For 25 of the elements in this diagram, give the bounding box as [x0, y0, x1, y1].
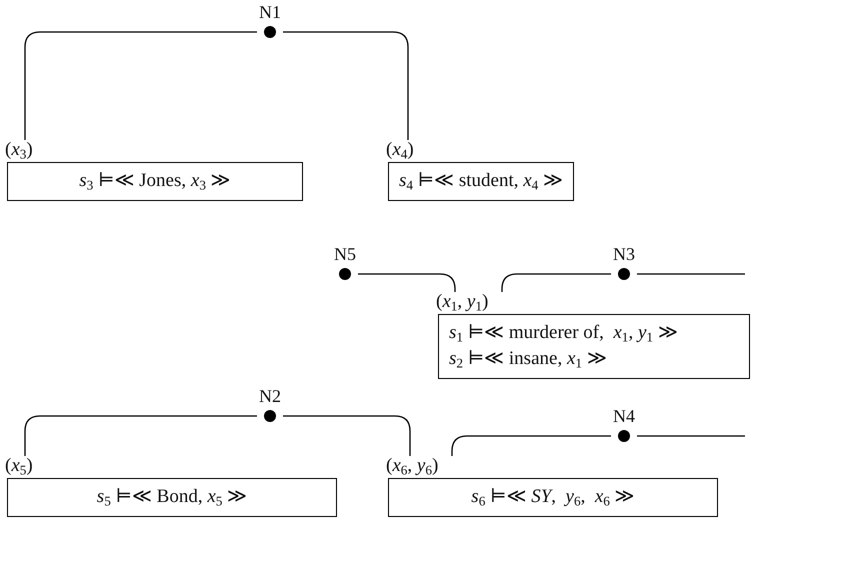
variable-label: (x$_{5}$) — [5, 456, 33, 476]
connector-line — [637, 435, 745, 437]
support-formula: s$_{3}$ ⊨≪ Jones, x$_{3}$ ≫ — [79, 169, 231, 194]
connector-line — [637, 273, 745, 275]
node-label: N3 — [613, 244, 635, 264]
variable-label: (x$_{3}$) — [5, 140, 33, 160]
support-formula: s$_{5}$ ⊨≪ Bond, x$_{5}$ ≫ — [96, 485, 248, 510]
connector-line — [24, 415, 257, 456]
variable-label: (x$_{6}$, y$_{6}$) — [386, 456, 438, 476]
node-label: N2 — [259, 386, 281, 406]
connector-line — [501, 273, 611, 292]
support-formula: s$_{1}$ ⊨≪ murderer of, x$_{1}$, y$_{1}$ ≫ — [449, 321, 678, 346]
support-formula: s$_{4}$ ⊨≪ student, x$_{4}$ ≫ — [398, 169, 564, 194]
variable-label: (x$_{1}$, y$_{1}$) — [436, 292, 488, 312]
connector-line — [283, 31, 409, 140]
node-label: N4 — [613, 406, 635, 426]
support-formula: s$_{6}$ ⊨≪ SY, y$_{6}$, x$_{6}$ ≫ — [471, 485, 635, 510]
node-label: N1 — [259, 2, 281, 22]
support-formula: s$_{2}$ ⊨≪ insane, x$_{1}$ ≫ — [449, 347, 607, 372]
connector-line — [283, 415, 411, 456]
node-label: N5 — [334, 244, 356, 264]
connector-line — [24, 31, 257, 140]
connector-line — [358, 273, 456, 292]
variable-label: (x$_{4}$) — [386, 140, 414, 160]
connector-line — [451, 435, 611, 456]
